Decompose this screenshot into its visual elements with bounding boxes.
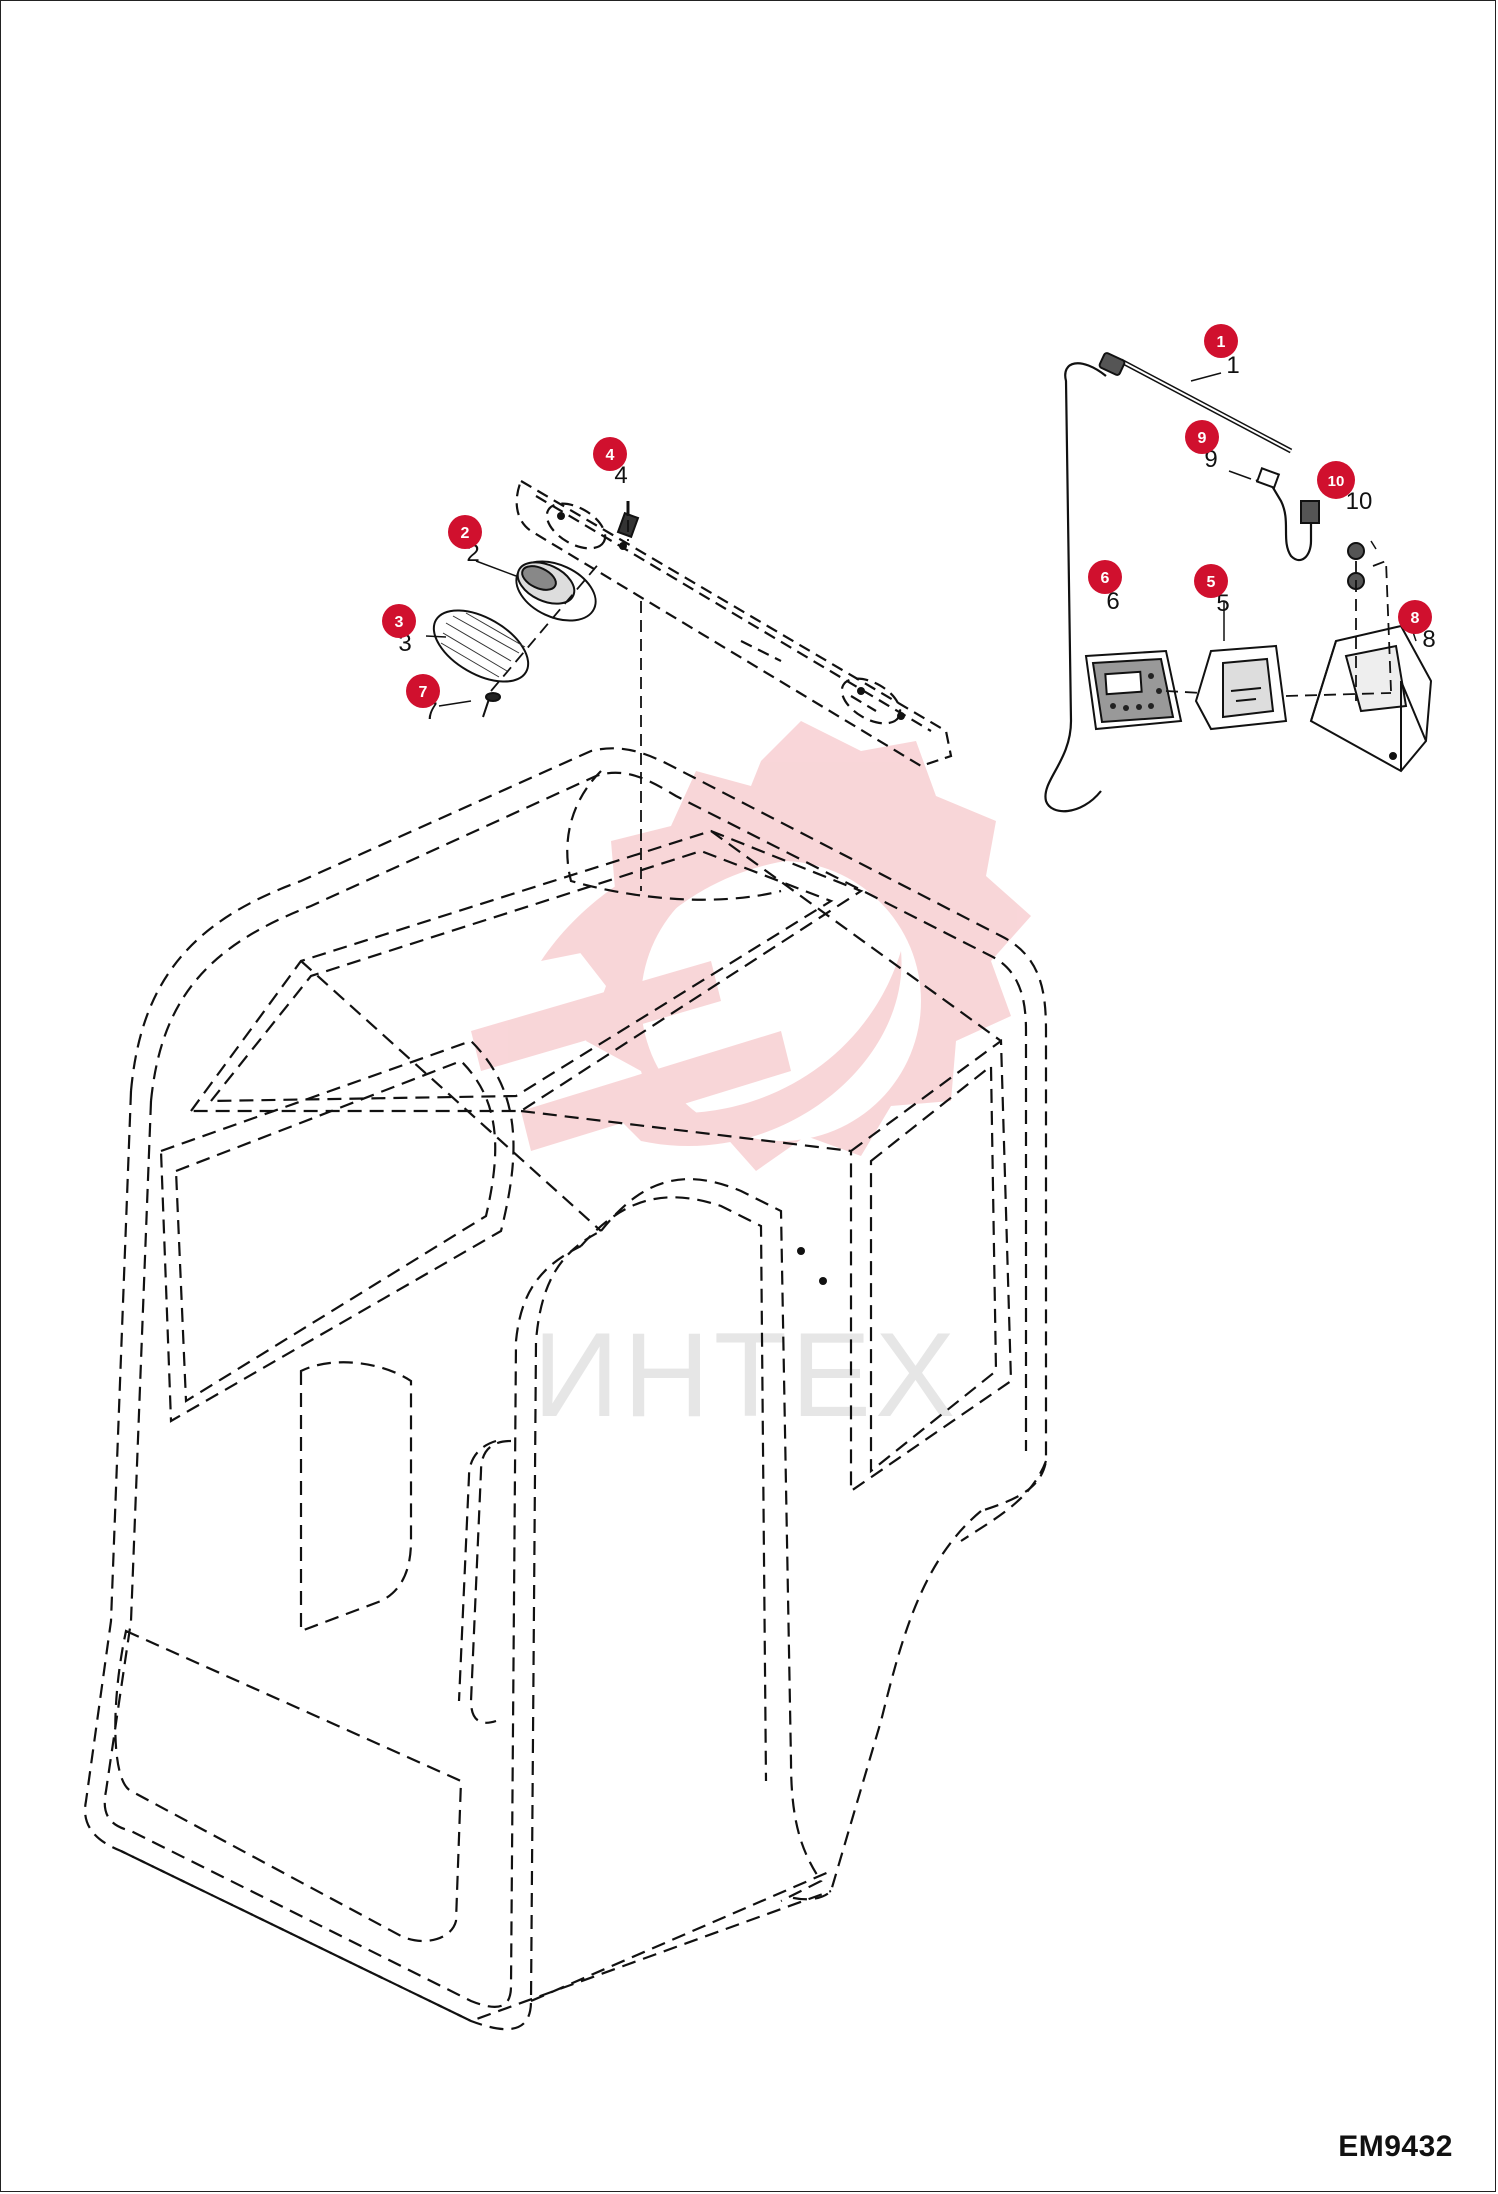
callout-bubble: [593, 437, 627, 471]
callout-5: 55: [1194, 564, 1230, 617]
callout-number: 6: [1101, 570, 1110, 587]
cab-handrail: [457, 1439, 512, 1724]
callout-number: 9: [1198, 430, 1207, 447]
speaker-panel: [515, 479, 953, 768]
callout-bubble: [1088, 560, 1122, 594]
callout-number: 4: [606, 447, 615, 464]
callout-bubble: [1185, 420, 1219, 454]
callout-bubble: [448, 515, 482, 549]
watermark-logo: [471, 721, 1031, 1171]
callout-bubble: [382, 604, 416, 638]
callout-4: 44: [593, 437, 628, 489]
radio-leaders: [1165, 559, 1392, 701]
part-number-label: 8: [1422, 626, 1435, 653]
callout-6: 66: [1088, 560, 1122, 615]
callout-7: 77: [406, 674, 440, 725]
roof-dome: [566, 770, 782, 901]
callout-3: 33: [382, 604, 416, 657]
part-number-label: 5: [1216, 590, 1229, 617]
cab-frame: [83, 747, 1048, 2031]
part-number-label: 1: [1226, 352, 1239, 379]
callout-bubble: [1398, 600, 1432, 634]
antenna: [1098, 352, 1293, 454]
mount-holes: [557, 512, 905, 1285]
callout-number: 2: [461, 525, 470, 542]
radio-housing: [1309, 624, 1433, 773]
radio: [1084, 649, 1183, 731]
callout-number: 8: [1411, 610, 1420, 627]
callout-number: 7: [419, 684, 428, 701]
callout-number: 3: [395, 614, 404, 631]
speaker: [515, 560, 597, 622]
callout-number: 5: [1207, 574, 1216, 591]
callout-1: 11: [1204, 324, 1240, 379]
callout-8: 88: [1398, 600, 1436, 653]
speaker-grille: [432, 609, 530, 683]
callout-2: 22: [448, 515, 482, 567]
callout-bubble: [1204, 324, 1238, 358]
callout-number: 1: [1217, 334, 1226, 351]
callout-bubble: [1317, 461, 1355, 499]
callout-9: 99: [1185, 420, 1219, 473]
speaker-leaders: [490, 501, 642, 891]
watermark-text: ИНТЕХ: [533, 1308, 959, 1442]
callout-number: 10: [1328, 473, 1345, 490]
antenna-cable: [1044, 362, 1313, 813]
connector: [1255, 467, 1320, 524]
drawing-code: EM9432: [1338, 2130, 1453, 2163]
callout-bubble: [1194, 564, 1228, 598]
part-number-label: 6: [1106, 588, 1119, 615]
screw: [482, 692, 501, 718]
callout-leads: [425, 372, 1417, 707]
radio-bracket: [1194, 644, 1288, 731]
callout-bubble: [406, 674, 440, 708]
